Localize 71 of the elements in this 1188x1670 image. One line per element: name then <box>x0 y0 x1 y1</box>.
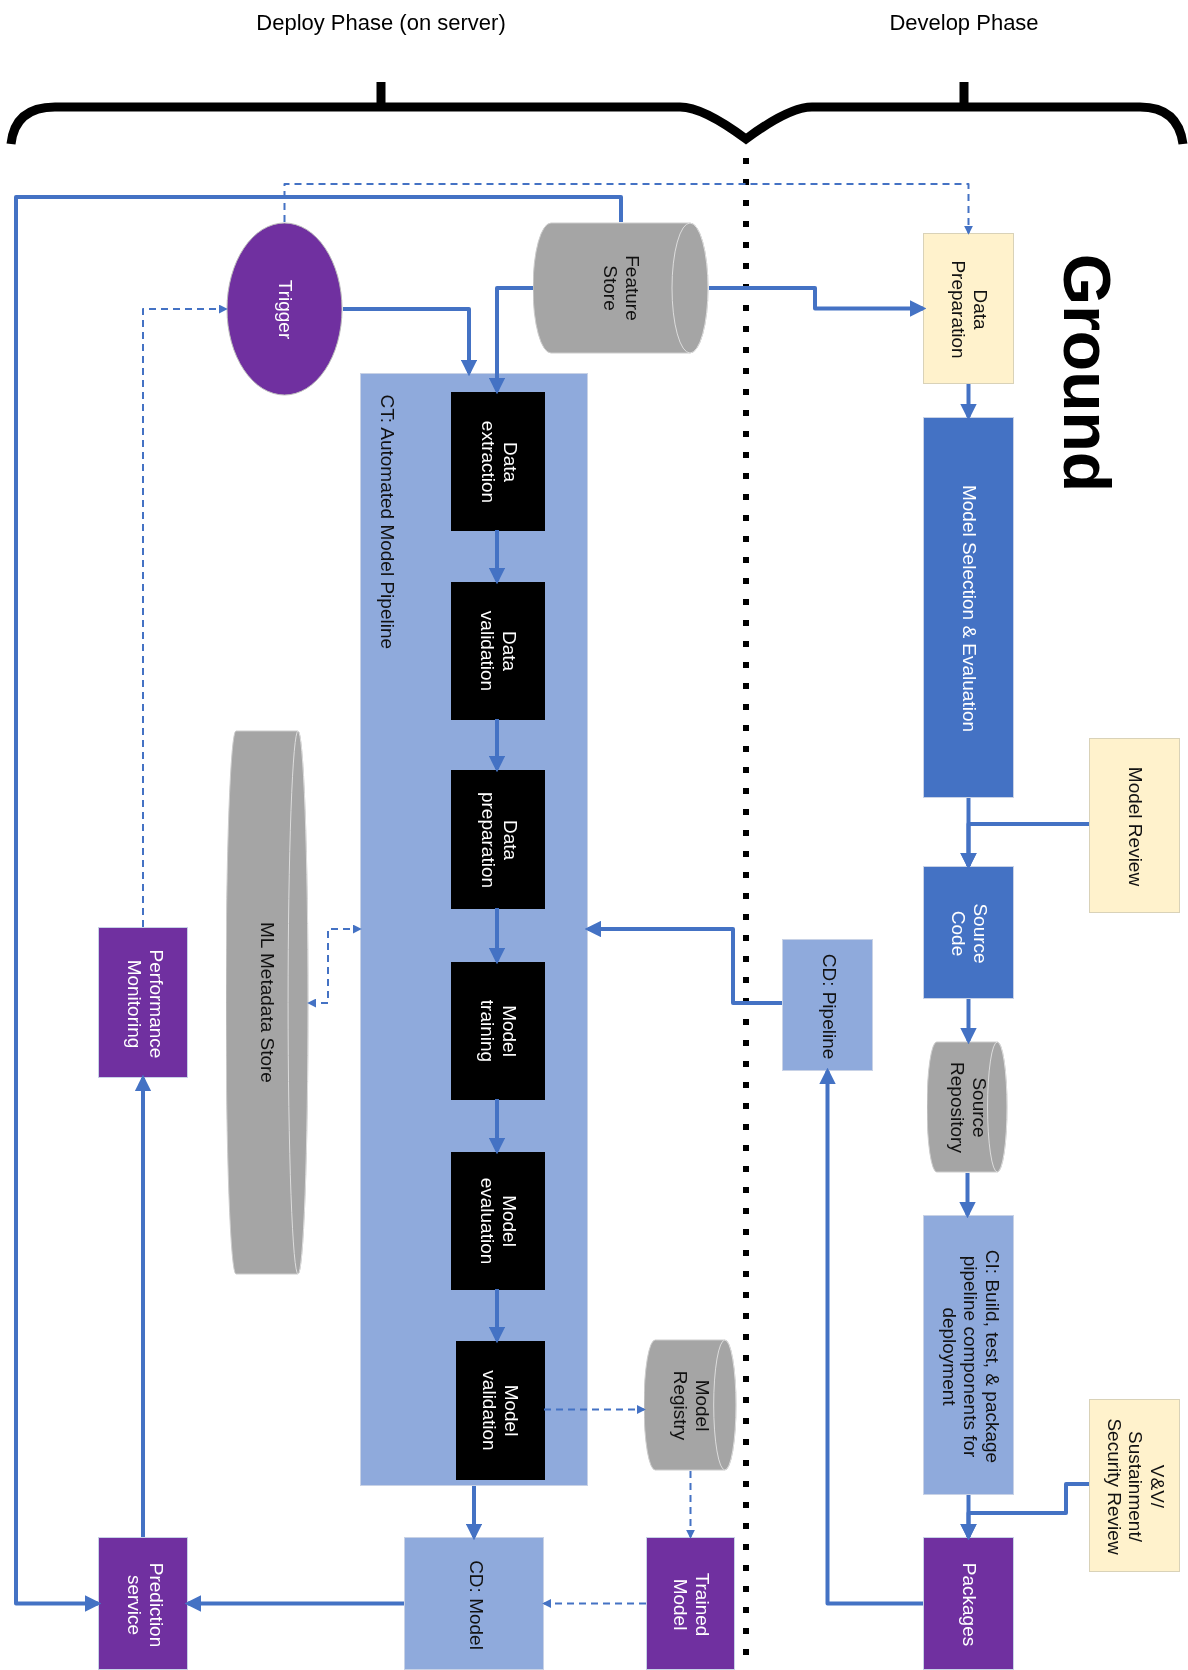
process-box <box>451 1152 545 1290</box>
node-label: Source Repository <box>945 1060 990 1155</box>
node-label: Trained Model <box>669 1571 714 1639</box>
phase-title: Develop Phase <box>889 10 1039 36</box>
double-arrow <box>307 924 362 1008</box>
arrow <box>488 908 506 965</box>
arrow <box>960 1482 1089 1541</box>
arrow <box>960 822 1089 870</box>
zone-title: Ground <box>1049 253 1125 493</box>
node-label: CD: Pipeline <box>817 953 840 1059</box>
process-box <box>923 1537 1014 1670</box>
arrow <box>14 195 623 1612</box>
dashed-arrow <box>542 1599 647 1608</box>
node-label: Model Selection & Evaluation <box>958 484 981 733</box>
arrow <box>488 719 506 773</box>
process-box <box>451 770 545 909</box>
node-label: Data Preparation <box>947 259 992 361</box>
node-label: CD: Model <box>464 1559 486 1650</box>
arrow <box>488 1099 506 1155</box>
arrow <box>488 530 506 585</box>
arrow <box>960 999 977 1045</box>
process-box <box>782 939 873 1071</box>
node-label: Model validation <box>478 1369 523 1453</box>
phase-title: Deploy Phase (on server) <box>256 10 506 36</box>
process-box <box>923 866 1014 999</box>
arrow <box>584 920 782 1005</box>
arrow <box>960 384 977 421</box>
process-box <box>456 1341 545 1480</box>
node-label: ML Metadata Store <box>256 922 279 1083</box>
node-label: Model training <box>476 998 520 1065</box>
arrow <box>709 286 927 317</box>
review-box <box>1089 738 1180 913</box>
process-box <box>451 392 545 531</box>
node-label: Source Code <box>947 902 992 966</box>
pipeline-panel <box>360 373 588 1486</box>
process-box <box>451 962 545 1100</box>
arrow <box>343 307 478 377</box>
arrow <box>959 1173 976 1219</box>
process-box <box>451 582 545 720</box>
node-label: Feature Store <box>599 254 643 323</box>
node-label: V&V/ Sustainment/ Security Review <box>1102 1417 1169 1557</box>
process-box <box>404 1537 544 1670</box>
node-label: Data extraction <box>476 419 520 505</box>
panel-title: CT: Automated Model Pipeline <box>375 394 397 649</box>
arrow <box>184 1595 404 1612</box>
arrow <box>488 1289 506 1344</box>
process-box <box>923 1215 1014 1495</box>
dashed-arrow <box>283 183 973 235</box>
review-box <box>1089 1399 1180 1572</box>
process-box <box>646 1537 735 1670</box>
process-box <box>923 417 1014 798</box>
dashed-arrow <box>142 304 228 928</box>
dashed-arrow <box>543 1405 646 1414</box>
node-label: Prediction service <box>122 1561 166 1649</box>
arrow <box>465 1486 483 1541</box>
process-box <box>98 927 188 1078</box>
review-box <box>923 233 1014 384</box>
process-box <box>98 1537 188 1670</box>
node-label: Model Registry <box>668 1369 713 1442</box>
node-label: Model Review <box>1124 766 1147 887</box>
node-label: Trigger <box>273 279 296 339</box>
arrow <box>134 1074 152 1537</box>
node-label: CI: Build, test, & package pipeline components for deployment <box>936 1248 1003 1465</box>
arrow <box>488 286 533 395</box>
node-label: Data validation <box>476 609 520 694</box>
arrow <box>819 1067 923 1606</box>
node-label: Data preparation <box>476 790 520 890</box>
node-label: Packages <box>958 1562 981 1647</box>
node-label: Performance Monitoring <box>122 948 166 1060</box>
node-label: Model evaluation <box>476 1176 520 1267</box>
dashed-arrow <box>686 1470 695 1539</box>
